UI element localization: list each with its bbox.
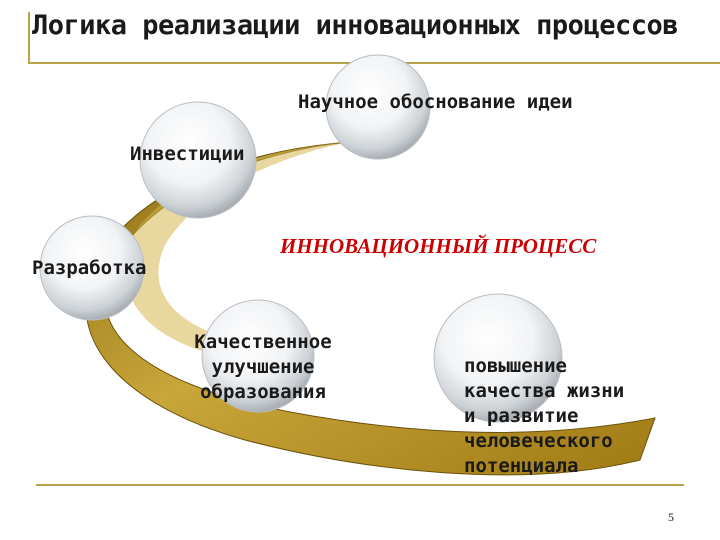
education-line-2: улучшение <box>211 356 315 378</box>
outcome-line-2: качества жизни <box>464 380 625 402</box>
node-development-label: Разработка <box>32 257 147 279</box>
outcome-line-4: человеческого <box>464 430 613 452</box>
title-rule-vertical <box>28 12 30 64</box>
sphere-science <box>325 54 431 160</box>
outcome-line-5: потенциала <box>464 455 579 477</box>
slide-title: Логика реализации инновационных процессо… <box>32 10 678 41</box>
sphere-investment <box>139 101 257 219</box>
outcome-line-1: повышение <box>464 355 567 377</box>
sphere-education <box>201 299 315 413</box>
sphere-outcome <box>433 293 563 423</box>
education-line-3: образования <box>200 381 326 403</box>
outcome-line-3: и развитие <box>464 405 579 427</box>
node-science-label: Научное обоснование идеи <box>298 91 573 113</box>
education-line-1: Качественное <box>194 331 332 353</box>
bottom-rule <box>36 484 684 486</box>
page-number: 5 <box>668 510 674 524</box>
node-investment-label: Инвестиции <box>130 143 245 165</box>
center-process-label: ИННОВАЦИОННЫЙ ПРОЦЕСС <box>280 234 597 258</box>
node-outcome-label: повышение качества жизни и развитие чело… <box>464 354 694 479</box>
node-education-label: Качественное улучшение образования <box>168 330 358 405</box>
sphere-development <box>39 215 145 321</box>
